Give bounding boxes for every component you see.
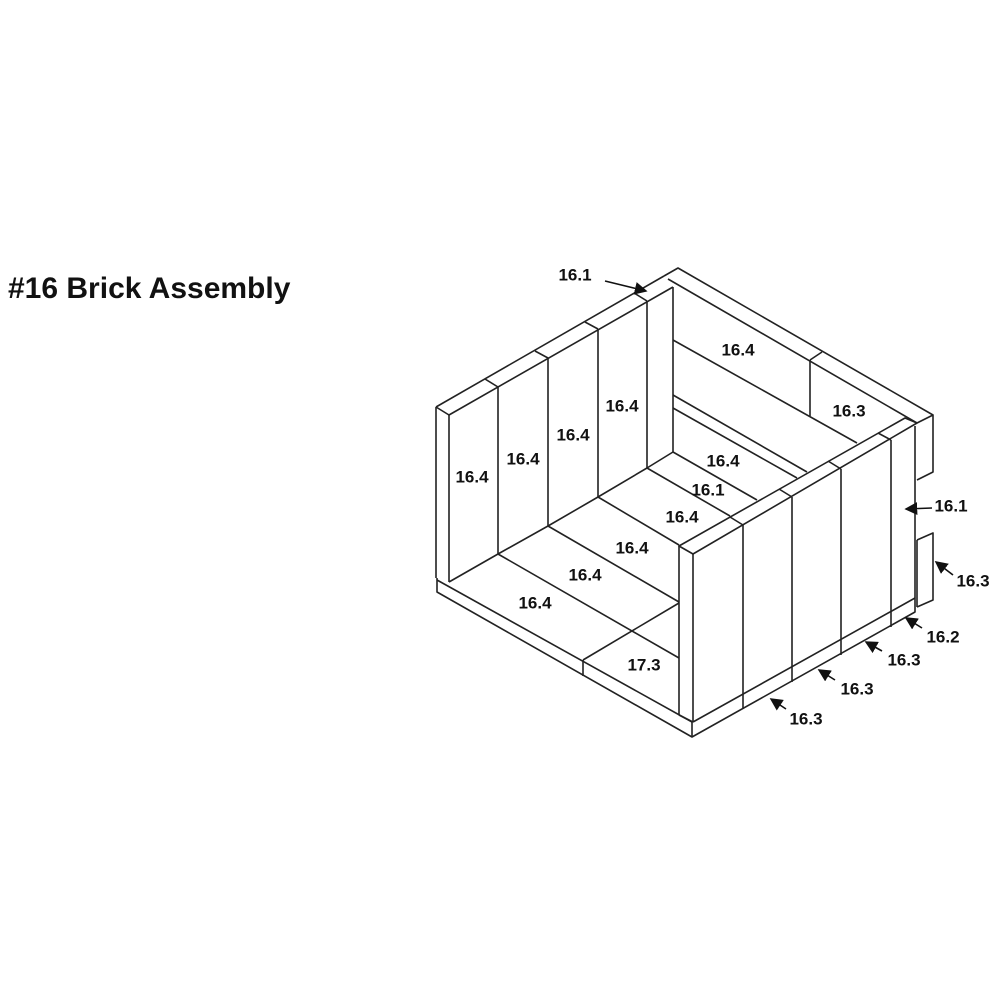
arrow-right-end-lower: [934, 561, 954, 576]
label-floor-6: 16.4: [518, 593, 552, 612]
label-left-wall-4: 16.4: [605, 396, 639, 415]
label-base-right-3: 16.3: [840, 679, 873, 698]
base-slab: [436, 578, 916, 738]
label-back-wall-upper: 16.4: [721, 340, 755, 359]
label-top-corner: 16.1: [558, 265, 591, 284]
diagram-title: #16 Brick Assembly: [8, 272, 291, 305]
right-wall: [678, 417, 918, 723]
arrow-base-right-3: [817, 669, 836, 682]
left-wall: [435, 275, 674, 582]
label-left-wall-1: 16.4: [455, 467, 489, 486]
arrow-top-corner: [604, 280, 648, 295]
label-base-right-1: 16.2: [926, 627, 959, 646]
label-right-gap: 16.1: [934, 496, 967, 515]
label-left-wall-3: 16.4: [556, 425, 590, 444]
label-floor-front: 17.3: [627, 655, 660, 674]
label-floor-3: 16.4: [665, 507, 699, 526]
floor: [448, 451, 758, 661]
label-floor-1: 16.4: [706, 451, 740, 470]
arrow-base-right-1: [904, 617, 923, 630]
end-blocks: [916, 414, 934, 608]
label-left-wall-2: 16.4: [506, 449, 540, 468]
label-floor-4: 16.4: [615, 538, 649, 557]
arrow-base-right-2: [864, 641, 883, 654]
label-right-end-lower: 16.3: [956, 571, 989, 590]
label-floor-2: 16.1: [691, 480, 724, 499]
label-back-wall-end: 16.3: [832, 401, 865, 420]
arrow-right-gap: [904, 502, 933, 515]
back-wall: [646, 267, 934, 479]
label-floor-5: 16.4: [568, 565, 602, 584]
label-base-right-2: 16.3: [887, 650, 920, 669]
label-base-right-4: 16.3: [789, 709, 822, 728]
arrow-base-right-4: [769, 698, 787, 711]
